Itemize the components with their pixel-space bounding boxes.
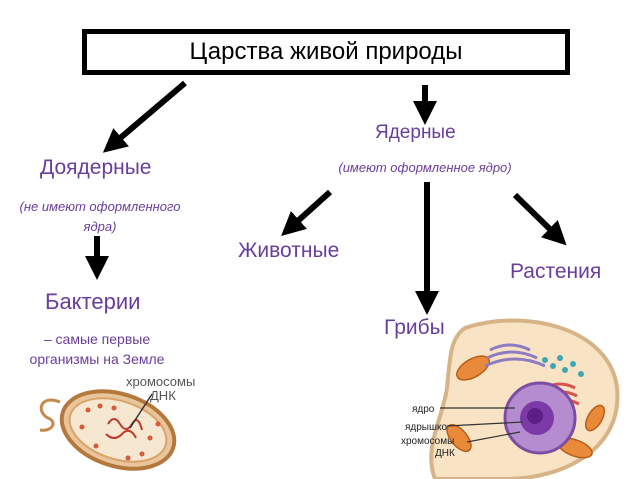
bacterium-pointer (129, 393, 153, 429)
node-prokaryotes-label: Доядерные (40, 156, 152, 179)
bacterium-dna (105, 418, 143, 439)
cell-nucleolus-core (527, 408, 543, 424)
node-eukaryotes: Ядерные (375, 122, 456, 144)
note-prokaryotes: (не имеют оформленного ядра) (19, 199, 181, 234)
cell-label-nucleolus: ядрышко (405, 422, 448, 433)
node-eukaryotes-label: Ядерные (375, 122, 456, 143)
bacteria-desc-line1: – самые первые (43, 331, 151, 347)
bacteria-description: – самые первые организмы на Земле (12, 329, 182, 369)
bacterium-illustration: хромосомы ДНК (39, 374, 195, 471)
arrow-to-prokaryotes (102, 80, 187, 153)
node-plants: Растения (510, 260, 601, 284)
node-animals: Животные (238, 239, 339, 263)
node-animals-label: Животные (238, 239, 340, 262)
node-bacteria: Бактерии (45, 289, 140, 315)
cell-label-dna: ДНК (435, 448, 455, 459)
bacteria-desc-line2: организмы на Земле (29, 351, 165, 367)
note-eukaryotes: (имеют оформленное ядро) (338, 160, 512, 175)
bacterium-ribosomes (79, 403, 161, 461)
node-plants-label: Растения (510, 260, 602, 283)
arrow-to-plants (512, 192, 567, 246)
pointer-chromosomes (466, 431, 521, 443)
title-box: Царства живой природы (82, 29, 570, 75)
node-prokaryotes: Доядерные (40, 156, 152, 180)
node-fungi: Грибы (384, 316, 445, 340)
cell-label-nucleus: ядро (412, 404, 435, 415)
bacterium-label-chromosomes: хромосомы (126, 374, 195, 389)
cell-er (484, 343, 546, 368)
node-fungi-label: Грибы (384, 316, 445, 339)
bacterium-flagellum (39, 398, 61, 432)
cell-vesicles (542, 355, 584, 377)
node-bacteria-label: Бактерии (45, 289, 141, 314)
cell-illustration: ядро ядрышко хромосомы ДНК (401, 318, 620, 479)
pointer-nucleolus (446, 421, 524, 427)
cell-label-chromosomes: хромосомы (401, 436, 454, 447)
diagram-title: Царства живой природы (189, 38, 463, 65)
bacterium-label-dna: ДНК (150, 388, 176, 403)
arrow-to-animals (281, 189, 333, 237)
